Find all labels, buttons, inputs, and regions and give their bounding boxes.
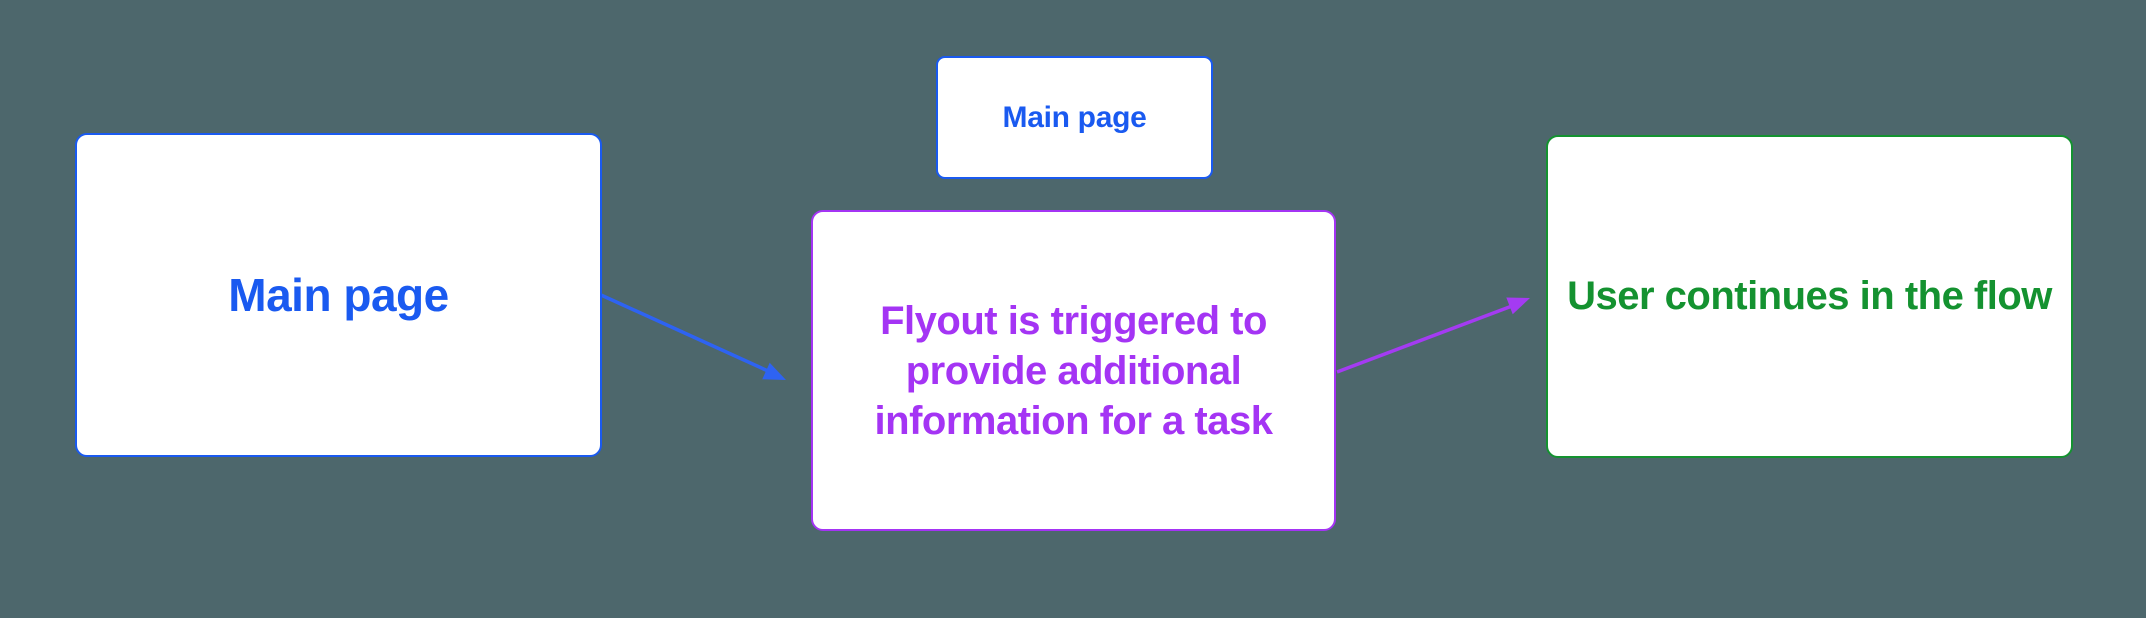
connector-main-to-flyout-arrow[interactable] bbox=[600, 293, 786, 380]
node-flyout[interactable]: Flyout is triggered to provide additiona… bbox=[811, 210, 1336, 531]
node-main-page-label: Main page bbox=[228, 269, 449, 321]
node-flyout-label-line1: Flyout is triggered to bbox=[880, 298, 1267, 343]
node-user-continues[interactable]: User continues in the flow bbox=[1546, 135, 2073, 458]
node-main-page[interactable]: Main page bbox=[75, 133, 602, 457]
node-main-page-mini[interactable]: Main page bbox=[936, 56, 1213, 179]
node-flyout-label-line2: provide additional bbox=[905, 348, 1242, 393]
connector-flyout-to-continue-arrow[interactable] bbox=[1336, 297, 1530, 374]
node-user-continues-label: User continues in the flow bbox=[1567, 274, 2052, 318]
node-flyout-label-line3: information for a task bbox=[874, 398, 1273, 443]
node-main-page-mini-label: Main page bbox=[1002, 100, 1147, 134]
